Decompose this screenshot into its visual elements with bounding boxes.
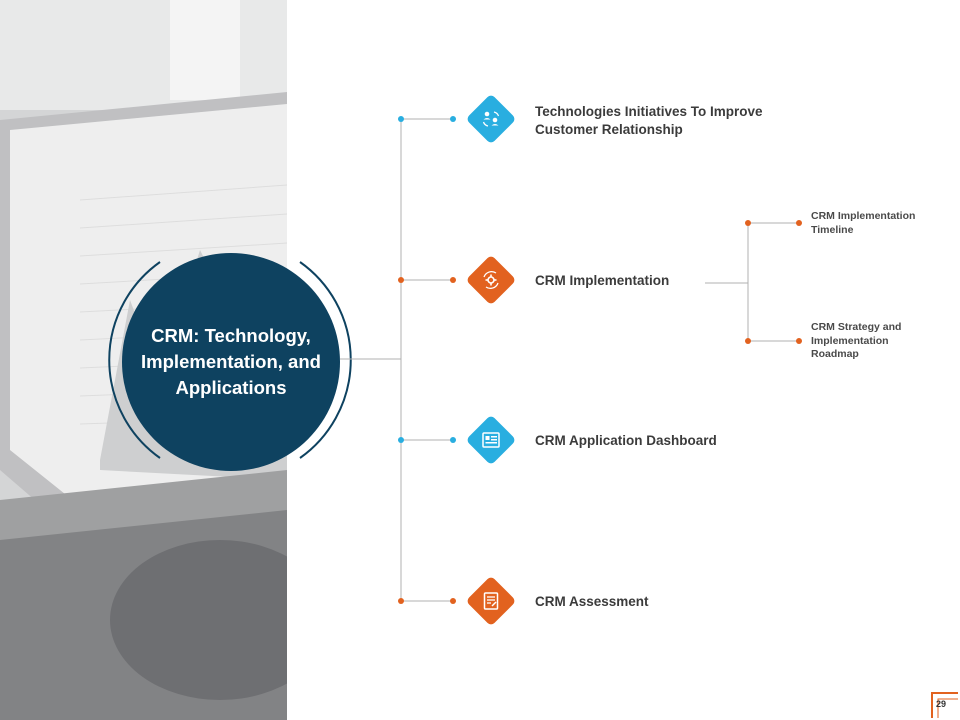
branch-4-label: CRM Assessment — [535, 594, 649, 609]
gear-cycle-icon — [483, 271, 499, 289]
branch-1-label: Technologies Initiatives To Improve Cust… — [535, 104, 763, 137]
hub-title: CRM: Technology, Implementation, and App… — [141, 325, 321, 398]
sub-branch-2-label: CRM Strategy and Implementation Roadmap — [811, 321, 902, 360]
sub-branch-1-label: CRM Implementation Timeline — [811, 210, 916, 236]
branch-1-icon-badge — [465, 93, 517, 145]
branch-3-icon-badge — [465, 414, 517, 466]
branch-4-icon-badge — [465, 575, 517, 627]
branch-2-icon-badge — [465, 254, 517, 306]
dashboard-icon — [482, 432, 500, 448]
branch-3-label: CRM Application Dashboard — [535, 433, 717, 448]
page-number: 29 — [935, 699, 946, 709]
hub-circle: CRM: Technology, Implementation, and App… — [122, 253, 340, 471]
checklist-icon — [483, 592, 499, 610]
page-corner-bracket — [931, 692, 958, 718]
branch-2-label: CRM Implementation — [535, 273, 670, 288]
users-sync-icon — [482, 111, 500, 127]
